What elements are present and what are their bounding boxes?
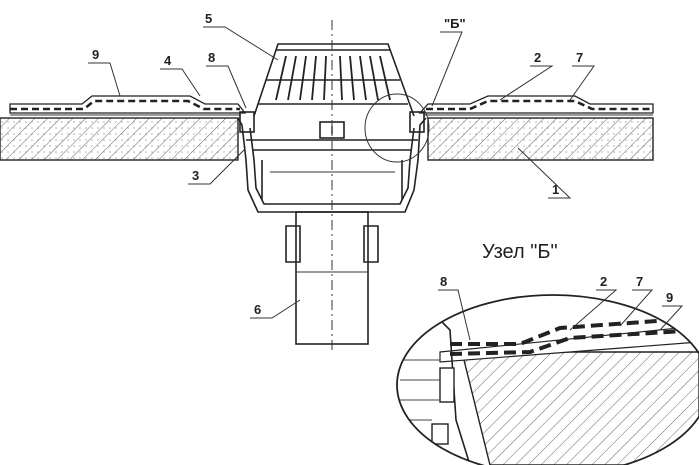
detail-membrane-top xyxy=(450,316,699,346)
membrane-dash-right xyxy=(426,99,653,111)
label-4: 4 xyxy=(164,53,172,68)
pipe-coupling-left xyxy=(285,225,301,263)
roofing-membranes xyxy=(9,95,654,116)
clamp-ring-left xyxy=(239,111,255,133)
detail-membrane-bottom xyxy=(449,328,699,356)
label-2: 2 xyxy=(534,50,541,65)
detail-label-8: 8 xyxy=(440,274,447,289)
detail-outline xyxy=(396,294,699,465)
membrane-dash-left xyxy=(10,99,240,111)
label-3: 3 xyxy=(192,168,199,183)
detail-title: Узел "Б" xyxy=(482,241,558,263)
label-7: 7 xyxy=(576,50,583,65)
detail-clamp xyxy=(439,367,455,403)
clamp-ring-right xyxy=(409,111,425,133)
label-node-b: "Б" xyxy=(444,16,466,31)
leader-lines xyxy=(88,26,595,319)
drain-funnel xyxy=(237,111,427,213)
label-9: 9 xyxy=(92,47,99,62)
node-b-marker xyxy=(364,93,430,163)
label-8: 8 xyxy=(208,50,215,65)
detail-label-7: 7 xyxy=(636,274,643,289)
label-5: 5 xyxy=(205,11,212,26)
membrane-left xyxy=(9,95,247,114)
roof-slab xyxy=(0,117,654,161)
detail-label-9: 9 xyxy=(666,290,673,305)
callout-labels: 9 4 8 5 "Б" 2 7 3 1 6 xyxy=(92,11,583,317)
pipe-coupling-right xyxy=(363,225,379,263)
detail-node-b: Узел "Б" 8 2 7 9 xyxy=(396,241,699,465)
detail-slab xyxy=(461,351,699,465)
detail-label-2: 2 xyxy=(600,274,607,289)
leaf-guard-grate xyxy=(253,43,415,117)
label-1: 1 xyxy=(552,182,559,197)
membrane-right xyxy=(418,95,654,114)
label-6: 6 xyxy=(254,302,261,317)
